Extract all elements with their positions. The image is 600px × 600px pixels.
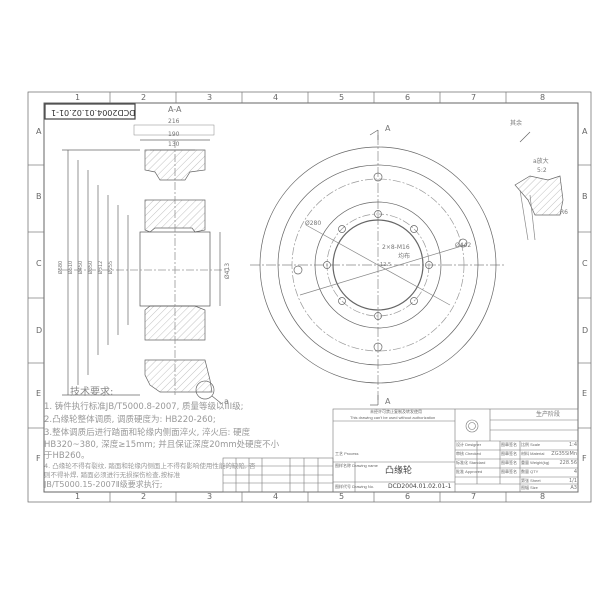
label-drawing-no: 图样代号 Drawing No. (335, 484, 375, 489)
dim-left-1: Ø510 (68, 260, 75, 275)
detail-scale: 5:2 (537, 167, 547, 174)
label-standard: 标准化 Standard (456, 460, 486, 465)
zone-right-b: B (582, 192, 588, 201)
detail-radius: R6 (560, 209, 568, 216)
zone-bottom-1: 1 (75, 492, 81, 501)
zone-top-6: 6 (405, 93, 411, 102)
zone-right-f: F (582, 454, 587, 463)
weight-value: 228.56 (559, 460, 578, 466)
dim-left-2: Ø450 (78, 260, 85, 275)
requirement-line: JB/T5000.15-2007Ⅱ级要求执行; (44, 480, 163, 489)
roughness-all: 其余 (510, 120, 523, 127)
zone-top-1: 1 (75, 93, 81, 102)
requirement-line: 2.凸缘轮整体调质, 调质硬度为: HB220-260; (44, 415, 216, 425)
scale-value: 1:4 (568, 442, 577, 448)
stage-label: 生产阶段 (536, 411, 561, 418)
dim-190: 190 (168, 131, 180, 138)
zone-top-8: 8 (540, 93, 546, 102)
sign-3: 图章签名 (501, 460, 517, 465)
zone-left-d: D (36, 326, 43, 335)
zone-left-a: A (36, 127, 42, 136)
code-stamp: DCD2004.01.02.01-1 (51, 108, 136, 117)
requirements-title: 技术要求: (70, 387, 114, 398)
detail-a-view (514, 131, 564, 241)
section-view (60, 124, 230, 405)
zone-left-e: E (36, 389, 42, 398)
title-block (222, 408, 579, 493)
label-checked: 审核 Checked (456, 451, 481, 456)
dim-holes-note: 均布 (398, 253, 411, 260)
dim-130: 130 (168, 141, 180, 148)
zone-bottom-4: 4 (273, 492, 279, 501)
code-stamp-box (44, 103, 136, 120)
label-designer: 设计 Designer (456, 442, 482, 447)
zone-right-d: D (582, 326, 589, 335)
part-name: 凸缘轮 (385, 466, 413, 476)
notice-en: This drawing can't be used without autho… (350, 414, 436, 420)
size-value: A3 (570, 484, 577, 491)
zone-bottom-5: 5 (339, 492, 345, 501)
requirement-line: 则不得补焊, 踏面必须进行无损探伤检查,按标准 (44, 471, 181, 479)
sign-1: 图章签名 (501, 442, 517, 447)
label-sheet: 第张 Sheet (521, 478, 541, 483)
zone-top-5: 5 (339, 93, 345, 102)
roughness-value: 12.5 (380, 262, 392, 268)
front-view (250, 129, 505, 406)
sheet-value: 1/1 (568, 477, 577, 484)
zone-right-c: C (582, 259, 588, 268)
dim-d442: Ø442 (455, 242, 472, 249)
zone-left-c: C (36, 259, 42, 268)
label-approved: 批准 Approved (456, 469, 483, 474)
label-weight: 重量 Weight(kg) (521, 460, 550, 465)
requirement-line: 于HB260。 (44, 451, 90, 461)
dim-216: 216 (168, 118, 180, 125)
dim-d280: Ø280 (305, 220, 322, 227)
dim-bore: Ø413 (224, 262, 232, 280)
dim-left-5: Ø255 (108, 260, 115, 275)
bolt-holes (293, 172, 468, 352)
drawing-number: DCD2004.01.02.01-1 (388, 483, 452, 490)
zone-bottom-6: 6 (405, 492, 411, 501)
detail-callout: a (224, 397, 229, 406)
zone-ticks (28, 92, 591, 502)
zone-left-f: F (36, 454, 41, 463)
dim-holes: 2×8-M16 (382, 244, 410, 251)
section-label: A-A (168, 105, 182, 114)
label-size: 图幅 Size (521, 485, 538, 490)
material-value: ZG35SiMn (551, 451, 577, 457)
dim-left-4: Ø312 (98, 260, 105, 275)
qty-value: 4 (573, 469, 577, 475)
detail-label: a放大 (533, 158, 549, 165)
requirement-line: 3.整体调质后进行踏面和轮缘内侧面淬火, 淬火后: 硬度 (44, 428, 251, 438)
zone-bottom-8: 8 (540, 492, 546, 501)
sign-4: 图章签名 (501, 469, 517, 474)
outer-frame (27, 91, 592, 503)
label-scale: 比例 Scale (521, 442, 541, 447)
zone-bottom-3: 3 (207, 492, 213, 501)
requirement-line: HB320~380, 深度≥15mm; 并且保证深度20mm处硬度不小 (44, 440, 280, 450)
zone-top-2: 2 (141, 93, 147, 102)
zone-right-a: A (582, 127, 588, 136)
zone-bottom-2: 2 (141, 492, 147, 501)
zone-top-3: 3 (207, 93, 213, 102)
requirement-line: 4. 凸缘轮不得有裂纹, 踏面和轮缘内侧面上不得有影响使用性能的缺陷, 否 (44, 462, 256, 470)
zone-left-b: B (36, 192, 42, 201)
section-marker-top: A (385, 124, 391, 133)
notice-cn: 未经许可禁止复制及转发使用 (370, 409, 422, 414)
label-qty: 数量 QTY (521, 469, 539, 474)
zone-top-4: 4 (273, 93, 279, 102)
zone-right-e: E (582, 389, 588, 398)
zone-bottom-7: 7 (471, 492, 477, 501)
sign-2: 图章签名 (501, 451, 517, 456)
label-material: 材料 Material (521, 451, 545, 456)
section-marker-bottom: A (385, 397, 391, 406)
requirement-line: 1. 铸件执行标准JB/T5000.8-2007, 质量等级以III级; (44, 402, 244, 412)
label-drawing-name: 图样名称 Drawing name (335, 463, 378, 468)
dim-left-3: Ø350 (88, 260, 95, 275)
label-process: 工艺 Process (335, 451, 359, 456)
dim-left-0: Ø580 (58, 260, 65, 275)
zone-top-7: 7 (471, 93, 477, 102)
